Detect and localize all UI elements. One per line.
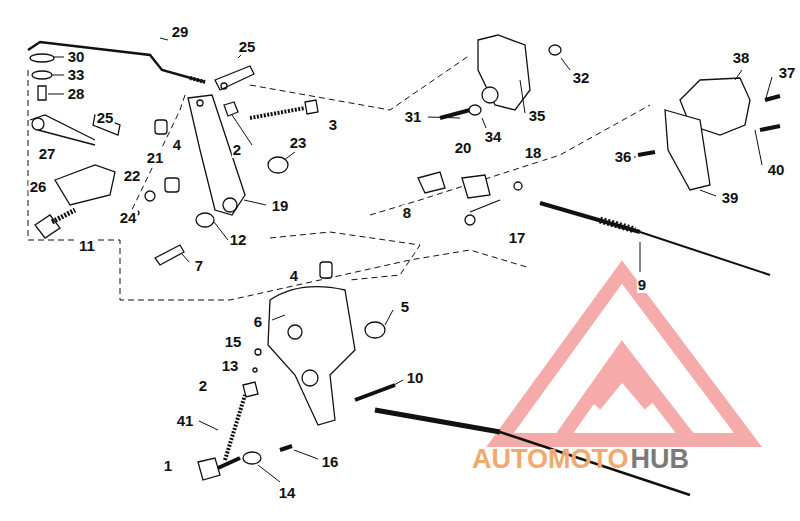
callout-number: 22 [123,168,142,184]
watermark: HUB [630,445,691,473]
callout-number: 35 [528,108,547,124]
callout-number: 37 [778,65,797,81]
callout-number: 25 [96,110,115,126]
callout-number: 29 [171,24,190,40]
callout-number: 3 [328,117,338,133]
watermark: AUTOMOTO [471,445,630,473]
callout-number: 34 [484,129,503,145]
callout-number: 21 [146,150,165,166]
callout-number: 19 [271,198,290,214]
callout-number: 31 [404,109,423,125]
callout-number: 2 [198,378,208,394]
callout-number: 18 [524,145,543,161]
callout-number: 39 [721,190,740,206]
callout-number: 23 [289,135,308,151]
callout-number: 24 [119,210,138,226]
callout-number: 30 [67,49,86,65]
callout-number: 25 [238,39,257,55]
callout-number: 11 [78,238,96,254]
callout-number: 15 [224,334,243,350]
callout-number: 41 [176,413,195,429]
callout-number: 40 [767,162,786,178]
callout-number: 13 [221,358,240,374]
callout-number: 38 [732,50,751,66]
callout-number: 26 [29,179,48,195]
callout-number: 4 [289,268,299,284]
callout-number: 32 [572,70,591,86]
callout-number: 33 [67,67,86,83]
callout-number: 1 [163,458,173,474]
callout-number: 27 [38,146,57,162]
callout-number: 28 [67,86,86,102]
callout-number: 2 [232,142,242,158]
callout-number: 36 [614,149,633,165]
callout-number: 6 [253,314,263,330]
callout-number: 17 [508,230,527,246]
callout-number: 8 [402,205,412,221]
callout-number: 20 [454,140,473,156]
callout-number: 16 [321,454,340,470]
callout-number: 9 [637,277,647,293]
callout-number: 10 [406,370,425,386]
callout-number: 12 [229,232,248,248]
callout-number: 5 [400,299,410,315]
callout-number: 7 [194,258,204,274]
callout-number: 4 [172,137,182,153]
callout-number: 14 [278,485,297,501]
